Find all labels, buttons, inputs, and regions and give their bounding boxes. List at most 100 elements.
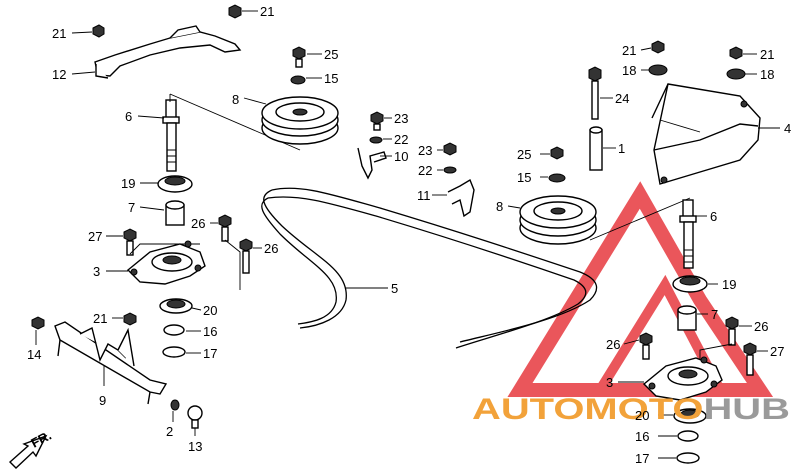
callout-21: 21 (260, 4, 274, 19)
callout-19: 19 (121, 176, 135, 191)
part-27-bolt-b (743, 342, 757, 376)
callout-3: 3 (93, 264, 100, 279)
callout-19: 19 (722, 277, 736, 292)
part-22-washer-b (443, 166, 457, 174)
part-4-belt-cover (651, 83, 761, 185)
part-27-bolt-a (123, 228, 137, 256)
part-18-washer-b (726, 68, 746, 80)
part-26-bolt-b (239, 238, 253, 274)
part-6-spindle-shaft-right (679, 199, 697, 269)
callout-7: 7 (128, 200, 135, 215)
callout-22: 22 (418, 163, 432, 178)
part-11-spring-clip (447, 178, 475, 218)
callout-10: 10 (394, 149, 408, 164)
callout-5: 5 (391, 281, 398, 296)
callout-6: 6 (710, 209, 717, 224)
part-1-spacer-tube (589, 126, 603, 171)
part-20-bearing-left (159, 298, 193, 314)
part-21-nut-b (228, 4, 242, 19)
part-19-bearing-right (672, 275, 708, 293)
callout-2: 2 (166, 424, 173, 439)
part-3-spindle-housing-left (126, 240, 206, 285)
watermark-text-gray: HUB (703, 393, 790, 426)
part-21-nut-d (651, 40, 665, 54)
callout-26: 26 (606, 337, 620, 352)
callout-21: 21 (93, 311, 107, 326)
callout-labels: 21 21 12 25 15 8 6 23 22 10 23 22 11 19 … (27, 4, 791, 466)
part-8-pulley-left (261, 96, 339, 145)
part-13-pin (187, 405, 203, 429)
callout-18: 18 (760, 67, 774, 82)
callout-20: 20 (635, 408, 649, 423)
callout-27: 27 (88, 229, 102, 244)
callout-26: 26 (191, 216, 205, 231)
callout-9: 9 (99, 393, 106, 408)
part-26-bolt-c (725, 316, 739, 346)
callout-23: 23 (394, 111, 408, 126)
callout-11: 11 (417, 188, 431, 203)
callout-12: 12 (52, 67, 66, 82)
part-16-washer-left (163, 324, 185, 336)
callout-17: 17 (203, 346, 217, 361)
part-20-bearing-right (673, 408, 707, 424)
part-10-spring-clip (357, 147, 387, 180)
part-9-lower-bracket (54, 321, 168, 405)
callout-24: 24 (615, 91, 629, 106)
callout-25: 25 (324, 47, 338, 62)
part-24-bolt-long (588, 66, 602, 120)
callout-27: 27 (770, 344, 784, 359)
callout-21: 21 (760, 47, 774, 62)
part-23-bolt-a (370, 111, 384, 131)
part-15-washer-b (548, 173, 566, 183)
watermark-text-orange: AUTOMOTO (472, 393, 703, 426)
part-7-collar-left (165, 200, 185, 226)
part-3-spindle-housing-right (642, 356, 723, 401)
callout-4: 4 (784, 121, 791, 136)
callout-15: 15 (517, 170, 531, 185)
part-16-washer-right (677, 430, 699, 442)
callout-6: 6 (125, 109, 132, 124)
part-21-nut-e (729, 46, 743, 60)
part-21-nut-a (92, 24, 105, 38)
callout-22: 22 (394, 132, 408, 147)
callout-13: 13 (188, 439, 202, 454)
part-17-washer-left (162, 346, 186, 358)
part-26-bolt-a (218, 214, 232, 242)
part-19-bearing-left (157, 175, 193, 193)
callout-26: 26 (264, 241, 278, 256)
callout-20: 20 (203, 303, 217, 318)
callout-23: 23 (418, 143, 432, 158)
part-2-nut (170, 399, 180, 411)
part-14-bolt (31, 316, 45, 330)
callout-1: 1 (618, 141, 625, 156)
callout-21: 21 (622, 43, 636, 58)
part-22-washer-a (369, 136, 383, 144)
part-23-bolt-b (443, 142, 457, 156)
callout-3: 3 (606, 375, 613, 390)
callout-17: 17 (635, 451, 649, 466)
callout-16: 16 (203, 324, 217, 339)
part-5-drive-belt (261, 187, 598, 349)
part-25-bolt-a (292, 46, 306, 68)
part-26-bolt-d (639, 332, 653, 360)
callout-14: 14 (27, 347, 41, 362)
part-25-bolt-b (550, 146, 564, 160)
callout-8: 8 (496, 199, 503, 214)
part-7-collar-right (677, 305, 697, 331)
callout-18: 18 (622, 63, 636, 78)
part-15-washer-a (290, 75, 306, 85)
callout-7: 7 (711, 307, 718, 322)
callout-8: 8 (232, 92, 239, 107)
callout-16: 16 (635, 429, 649, 444)
front-direction-arrow (8, 434, 48, 469)
part-17-washer-right (676, 452, 700, 464)
part-8-pulley-right (519, 195, 597, 245)
part-21-nut-c (123, 312, 137, 326)
part-6-spindle-shaft-left (162, 99, 180, 172)
callout-21: 21 (52, 26, 66, 41)
part-18-washer-a (648, 64, 668, 76)
callout-15: 15 (324, 71, 338, 86)
